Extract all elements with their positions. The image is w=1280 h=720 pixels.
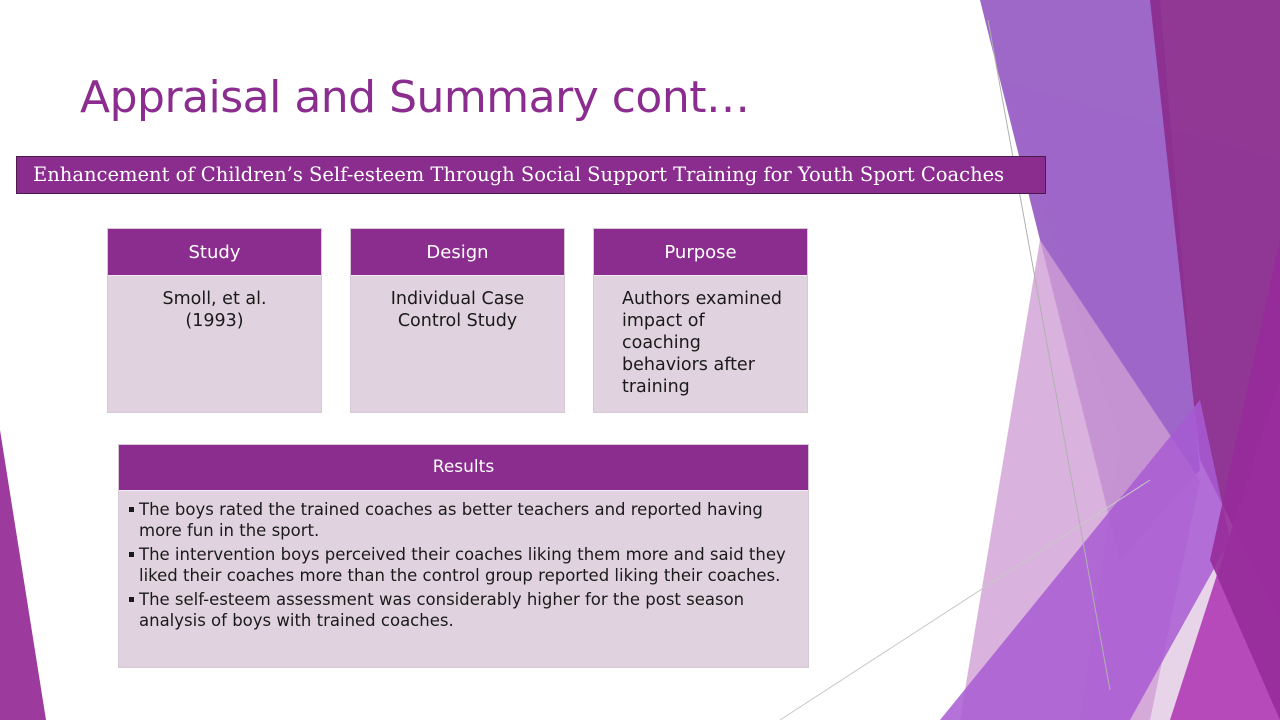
purpose-line: behaviors after	[622, 355, 755, 375]
results-item: The intervention boys perceived their co…	[127, 544, 798, 586]
design-card-body: Individual Case Control Study	[351, 276, 564, 332]
square-bullet-icon	[129, 507, 134, 512]
article-title-bar: Enhancement of Children’s Self-esteem Th…	[16, 156, 1046, 194]
results-item: The boys rated the trained coaches as be…	[127, 499, 798, 541]
thin-line-1	[987, 19, 1111, 691]
purpose-card-header: Purpose	[594, 229, 807, 276]
purpose-line: impact of	[622, 311, 705, 331]
design-line: Control Study	[397, 311, 518, 331]
study-card-header: Study	[108, 229, 321, 276]
study-card: Study Smoll, et al. (1993)	[107, 228, 322, 413]
results-item: The self-esteem assessment was considera…	[127, 589, 798, 631]
results-item-text: The self-esteem assessment was considera…	[139, 590, 745, 630]
deep-magenta-shape	[1210, 240, 1280, 720]
design-line: Individual Case	[390, 289, 525, 309]
square-bullet-icon	[129, 552, 134, 557]
purpose-line: Authors examined	[622, 289, 783, 309]
violet-facet-shape	[940, 400, 1230, 720]
results-header: Results	[119, 445, 808, 491]
square-bullet-icon	[129, 597, 134, 602]
design-card: Design Individual Case Control Study	[350, 228, 565, 413]
purpose-card-body: Authors examined impact of coaching beha…	[594, 276, 807, 398]
results-list: The boys rated the trained coaches as be…	[119, 491, 808, 631]
design-card-header: Design	[351, 229, 564, 276]
purpose-card: Purpose Authors examined impact of coach…	[593, 228, 808, 413]
purpose-line: coaching	[622, 333, 701, 353]
purpose-line: training	[622, 377, 690, 397]
results-item-text: The intervention boys perceived their co…	[139, 545, 786, 585]
study-line: (1993)	[185, 311, 244, 331]
slide-title: Appraisal and Summary cont…	[80, 72, 750, 123]
results-item-text: The boys rated the trained coaches as be…	[139, 500, 763, 540]
thin-line-2	[779, 479, 1151, 720]
results-panel: Results The boys rated the trained coach…	[118, 444, 809, 668]
study-card-body: Smoll, et al. (1993)	[108, 276, 321, 332]
study-line: Smoll, et al.	[162, 289, 267, 309]
left-accent-shape	[0, 430, 46, 720]
